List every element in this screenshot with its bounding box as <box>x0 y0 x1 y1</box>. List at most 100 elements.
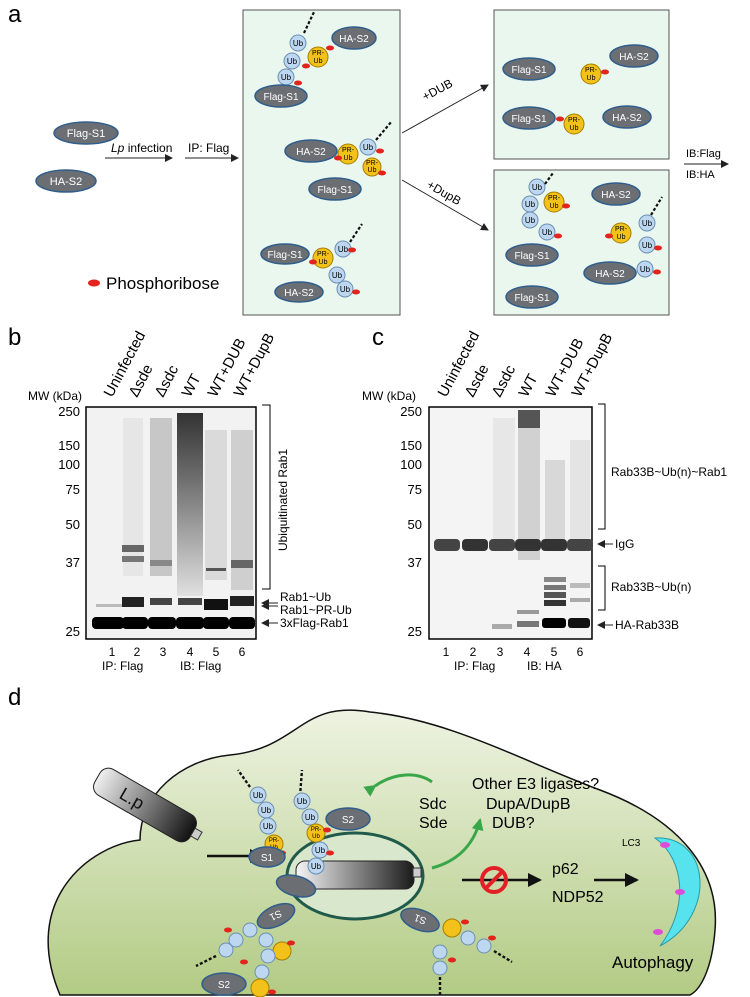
lc3-label: LC3 <box>622 838 641 849</box>
svg-text:Flag-S1: Flag-S1 <box>511 65 546 76</box>
svg-text:HA-S2: HA-S2 <box>601 190 631 201</box>
svg-text:HA-S2: HA-S2 <box>296 147 326 158</box>
question-line-3: DUB? <box>492 815 535 832</box>
label-rab33b-ub-rab1: Rab33B~Ub(n)~Rab1 <box>611 465 727 479</box>
panel-label-a: a <box>8 1 22 28</box>
dub-result-box <box>493 9 670 160</box>
lane-label-c-4: WT <box>516 371 542 400</box>
svg-text:Ub: Ub <box>281 73 292 82</box>
question-line-1: Other E3 ligases? <box>472 776 599 793</box>
mw-marker-b-250: 250 <box>58 404 80 419</box>
ib-ha-label: IB:HA <box>686 169 715 181</box>
lc3-dot-3 <box>653 929 663 935</box>
ubiquitinated-rab1-label: Ubiquitinated Rab1 <box>276 449 290 551</box>
mw-marker-c-37: 37 <box>408 555 422 570</box>
inhibition-symbol-icon <box>480 866 508 894</box>
svg-text:Ub: Ub <box>642 241 653 250</box>
mw-marker-b-150: 150 <box>58 438 80 453</box>
dub-label: +DUB <box>420 76 455 104</box>
mw-title-b: MW (kDa) <box>28 389 82 403</box>
lane-number-c-2: 2 <box>470 645 477 659</box>
lc3-dot-2 <box>675 889 685 895</box>
mw-marker-c-150: 150 <box>400 438 422 453</box>
ib-label-c: IB: HA <box>527 659 562 673</box>
svg-text:Flag-S1: Flag-S1 <box>267 250 302 261</box>
svg-text:PR-: PR- <box>312 50 325 57</box>
phosphoribose-legend-label: Phosphoribose <box>106 274 219 293</box>
complex-2: HA-S2 PR-Ub Ub PR-Ub Flag-S1 <box>284 120 393 201</box>
lane-number-b-3: 3 <box>160 645 167 659</box>
arrow-dupb <box>401 179 489 231</box>
mw-marker-c-25: 25 <box>408 624 422 639</box>
arrow-dub <box>401 84 489 134</box>
svg-text:Ub: Ub <box>550 203 559 210</box>
svg-text:Flag-S1: Flag-S1 <box>511 114 546 125</box>
svg-text:PR-: PR- <box>585 67 598 74</box>
svg-text:Ub: Ub <box>293 39 304 48</box>
panel-label-c: c <box>372 324 384 351</box>
svg-text:Ub: Ub <box>363 143 374 152</box>
infection-label: Lp infection <box>111 141 172 155</box>
mw-marker-b-37: 37 <box>66 555 80 570</box>
bracket-ubiquitinated-b <box>262 404 271 590</box>
svg-text:Ub: Ub <box>642 219 653 228</box>
svg-text:PR-: PR- <box>366 160 379 167</box>
sdc-label: Sdc <box>419 796 447 813</box>
lane-label-c-3: Δsdc <box>489 362 520 400</box>
svg-text:Ub: Ub <box>340 285 351 294</box>
dupb-result-contents: Ub PR-Ub Ub Ub Ub Flag-S1 Flag-S1 HA-S2 … <box>505 172 663 309</box>
svg-text:Ub: Ub <box>314 58 323 65</box>
western-blot-c <box>428 406 593 640</box>
mw-marker-b-25: 25 <box>66 624 80 639</box>
svg-text:Ub: Ub <box>587 75 596 82</box>
lane-number-b-1: 1 <box>109 645 116 659</box>
svg-text:HA-S2: HA-S2 <box>612 113 642 124</box>
bracket-rab33b-ubn <box>598 565 606 611</box>
s1-top <box>248 846 286 868</box>
svg-text:S2: S2 <box>342 815 355 826</box>
svg-text:PR-: PR- <box>568 117 581 124</box>
svg-text:Flag-S1: Flag-S1 <box>263 92 298 103</box>
question-line-2: DupA/DupB <box>486 796 571 813</box>
svg-text:Ub: Ub <box>338 245 349 254</box>
svg-text:Ub: Ub <box>332 271 343 280</box>
svg-text:HA-S2: HA-S2 <box>339 34 369 45</box>
mw-marker-c-100: 100 <box>400 457 422 472</box>
svg-text:Flag-S1: Flag-S1 <box>514 293 549 304</box>
phagophore-lc3 <box>653 837 701 947</box>
svg-text:HA-S2: HA-S2 <box>619 52 649 63</box>
panel-label-b: b <box>8 324 21 351</box>
svg-text:S1: S1 <box>412 911 428 926</box>
svg-text:Flag-S1: Flag-S1 <box>514 251 549 262</box>
panel-d: L.p Ub Ub Ub PR-Ub Ub Ub PR-Ub Ub Ub S2 <box>47 709 717 997</box>
mw-marker-c-250: 250 <box>400 404 422 419</box>
s1-top-label: S1 <box>261 853 274 864</box>
lane-number-c-1: 1 <box>443 645 450 659</box>
ub-complex-bottom: S1 S2 S1 <box>195 902 513 997</box>
lane-number-b-4: 4 <box>187 645 194 659</box>
label-rab33b-ubn: Rab33B~Ub(n) <box>611 580 691 594</box>
lane-number-c-3: 3 <box>497 645 504 659</box>
svg-text:Ub: Ub <box>315 846 326 855</box>
green-arrow-modification <box>363 773 433 797</box>
svg-text:Ub: Ub <box>287 57 298 66</box>
band-label-rab1-pr-ub: Rab1~PR-Ub <box>280 603 352 617</box>
label-igg: IgG <box>615 537 634 551</box>
lane-label-b-3: Δsdc <box>152 362 183 400</box>
svg-text:Ub: Ub <box>542 228 553 237</box>
svg-text:S2: S2 <box>218 980 231 991</box>
panel-label-d: d <box>8 684 21 711</box>
ip-label-b: IP: Flag <box>102 659 143 673</box>
autophagy-label: Autophagy <box>612 953 694 972</box>
mw-marker-c-75: 75 <box>408 482 422 497</box>
ub-complex-top: Ub Ub Ub PR-Ub Ub Ub PR-Ub Ub Ub S2 <box>237 769 371 898</box>
ib-label-b: IB: Flag <box>180 659 221 673</box>
svg-text:PR-: PR- <box>269 838 279 844</box>
svg-text:Ub: Ub <box>640 265 651 274</box>
